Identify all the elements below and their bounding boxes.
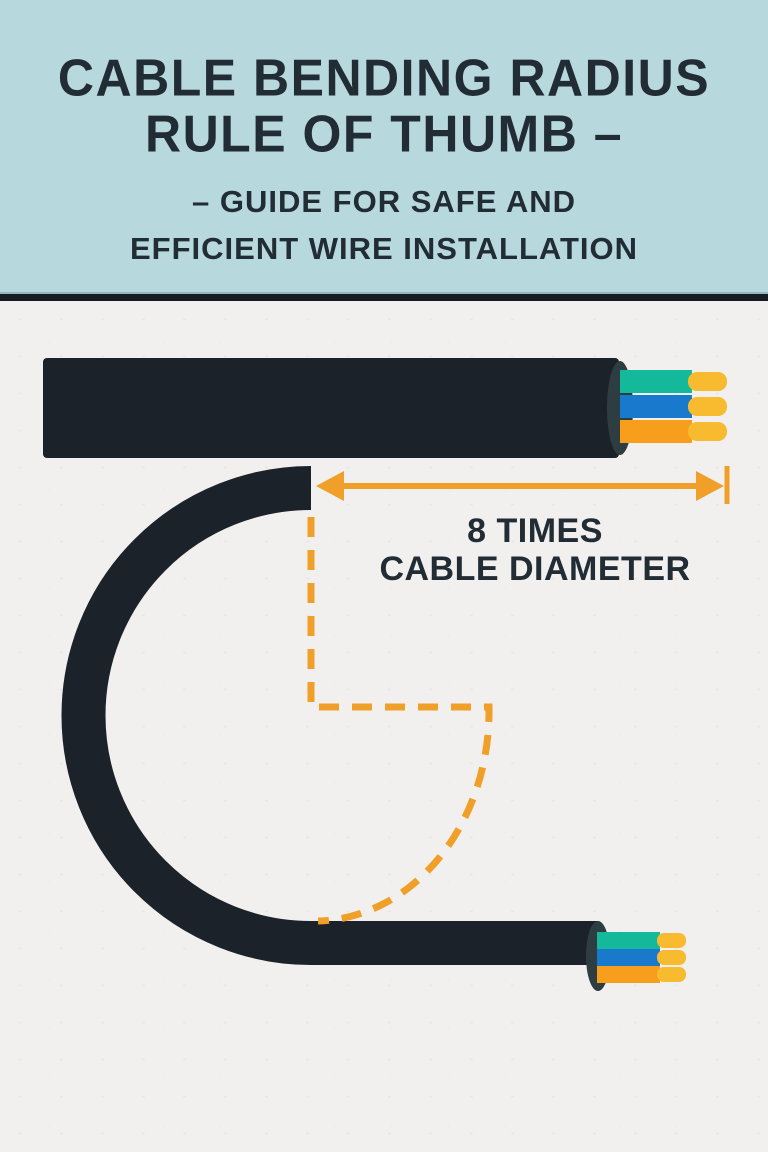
page-title: CABLE BENDING RADIUS RULE OF THUMB – [0, 0, 768, 164]
wire-teal-bottom [597, 932, 660, 949]
wire-blue-top [620, 395, 692, 418]
straight-cable [43, 358, 619, 458]
wire-orange-bottom [597, 966, 660, 983]
cable-bend-diagram: 8 TIMES CABLE DIAMETER [43, 358, 730, 991]
wire-tip-blue-top [688, 397, 727, 416]
dimension-arrow-icon [316, 466, 730, 504]
title-line-2: RULE OF THUMB – [144, 104, 624, 164]
diagram-area: 8 TIMES CABLE DIAMETER [0, 301, 768, 1152]
dimension-label-line-1: 8 TIMES [467, 512, 603, 550]
arrowhead-left-icon [316, 471, 344, 501]
radius-dashed-line-icon [307, 517, 493, 925]
wire-tip-teal-top [688, 372, 727, 391]
wire-blue-bottom [597, 949, 660, 966]
subtitle-line-1: – GUIDE FOR SAFE AND [192, 184, 576, 219]
arrowhead-right-icon [696, 471, 724, 501]
wire-tip-orange-bottom [657, 967, 686, 982]
wire-tip-blue-bottom [657, 950, 686, 965]
wire-tip-orange-top [688, 422, 727, 441]
wire-orange-top [620, 420, 692, 443]
header-divider-bar [0, 292, 768, 301]
dimension-label-line-2: CABLE DIAMETER [379, 550, 690, 588]
page-subtitle: – GUIDE FOR SAFE AND EFFICIENT WIRE INST… [0, 178, 768, 272]
header-banner: CABLE BENDING RADIUS RULE OF THUMB – – G… [0, 0, 768, 292]
subtitle-line-2: EFFICIENT WIRE INSTALLATION [129, 231, 639, 266]
bent-cable [61, 466, 598, 965]
wire-teal-top [620, 370, 692, 393]
wire-tip-teal-bottom [657, 933, 686, 948]
title-line-1: CABLE BENDING RADIUS [57, 48, 711, 108]
